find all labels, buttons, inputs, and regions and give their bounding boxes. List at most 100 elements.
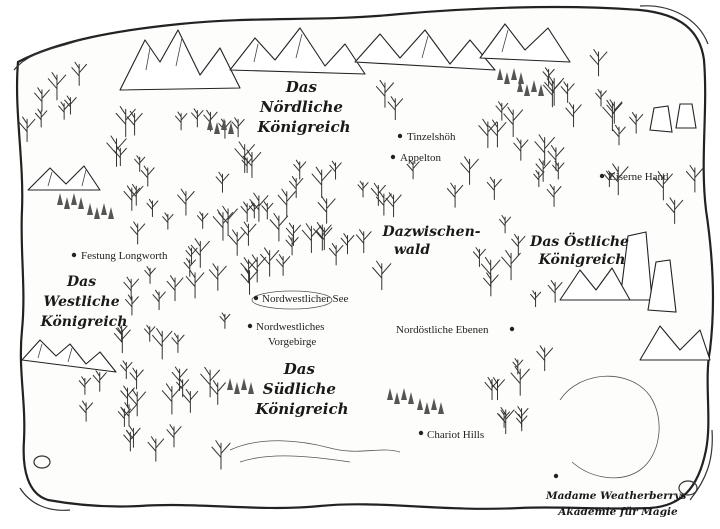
tree-icon bbox=[123, 429, 138, 452]
tree-icon bbox=[495, 101, 509, 121]
tree-icon bbox=[248, 254, 267, 283]
region-north: Das Nördliche Königreich bbox=[257, 78, 351, 136]
tree-icon bbox=[134, 155, 146, 172]
pine-icon bbox=[228, 122, 234, 134]
place-nordostliche-ebenen: Nordöstliche Ebenen bbox=[396, 324, 515, 336]
tree-icon bbox=[488, 119, 507, 148]
tree-icon bbox=[595, 88, 607, 107]
tree-icon bbox=[375, 79, 394, 108]
tree-icon bbox=[185, 269, 205, 299]
tree-icon bbox=[472, 247, 486, 267]
tree-icon bbox=[514, 406, 529, 428]
tree-icon bbox=[301, 223, 322, 253]
tree-icon bbox=[311, 166, 332, 198]
tree-icon bbox=[589, 49, 608, 77]
tree-icon bbox=[115, 106, 136, 138]
place-eiserne-hand: Eiserne Hand bbox=[599, 171, 669, 183]
tree-icon bbox=[547, 279, 563, 303]
tree-icon bbox=[152, 289, 166, 311]
tree-icon bbox=[228, 229, 246, 256]
place-tinzelshoh: Tinzelshöh bbox=[397, 131, 456, 143]
region-south: Das Südliche Königreich bbox=[255, 360, 349, 418]
tree-icon bbox=[121, 402, 137, 427]
scroll-curl-icon bbox=[33, 455, 51, 469]
forest bbox=[18, 49, 704, 470]
pine-icon bbox=[531, 80, 537, 92]
pine-icon bbox=[94, 207, 100, 219]
tree-icon bbox=[177, 188, 195, 216]
tree-icon bbox=[183, 257, 196, 277]
tree-icon bbox=[261, 201, 274, 220]
tree-icon bbox=[125, 294, 139, 316]
tree-icon bbox=[248, 202, 260, 219]
tree-icon bbox=[544, 75, 565, 106]
tree-icon bbox=[152, 328, 173, 360]
tree-icon bbox=[484, 376, 500, 401]
tree-icon bbox=[446, 182, 464, 208]
tree-icon bbox=[113, 146, 127, 167]
tree-icon bbox=[106, 135, 127, 167]
tree-icon bbox=[510, 366, 530, 396]
tree-icon bbox=[372, 260, 392, 291]
tree-icon bbox=[560, 81, 575, 103]
pine-icon bbox=[517, 80, 523, 92]
mountains-north bbox=[119, 23, 571, 91]
pine-icon bbox=[221, 118, 227, 130]
tree-icon bbox=[147, 436, 165, 462]
tree-icon bbox=[212, 209, 234, 241]
tree-icon bbox=[130, 221, 146, 245]
map-border bbox=[15, 5, 715, 510]
pine-icon bbox=[214, 122, 220, 134]
tree-icon bbox=[317, 195, 336, 224]
svg-text:Chariot Hills: Chariot Hills bbox=[427, 429, 484, 441]
tree-icon bbox=[190, 238, 210, 268]
pine-icon bbox=[101, 203, 107, 215]
tree-icon bbox=[161, 383, 183, 415]
tree-icon bbox=[685, 164, 704, 193]
mountains-west bbox=[21, 165, 117, 373]
pine-icon bbox=[57, 193, 63, 205]
tree-icon bbox=[602, 99, 623, 132]
tree-icon bbox=[215, 171, 230, 193]
tree-icon bbox=[313, 222, 332, 251]
tree-icon bbox=[277, 188, 296, 217]
pine-icon bbox=[234, 382, 240, 394]
tree-icon bbox=[113, 327, 131, 354]
tree-icon bbox=[512, 358, 524, 375]
tree-icon bbox=[533, 169, 545, 188]
tree-icon bbox=[58, 101, 71, 120]
pine-icon bbox=[108, 207, 114, 219]
tree-icon bbox=[653, 170, 673, 201]
tree-icon bbox=[240, 201, 254, 223]
pine-icon bbox=[424, 402, 430, 414]
place-festung-longworth: Festung Longworth bbox=[71, 250, 168, 262]
mountains-east bbox=[559, 103, 711, 361]
tree-icon bbox=[406, 159, 420, 180]
tree-icon bbox=[603, 170, 615, 188]
tree-icon bbox=[231, 117, 245, 138]
pine-icon bbox=[497, 68, 503, 80]
tree-icon bbox=[565, 102, 582, 128]
tree-icon bbox=[120, 360, 133, 380]
tree-icon bbox=[542, 67, 555, 86]
tree-icon bbox=[92, 370, 107, 392]
tree-icon bbox=[240, 221, 257, 246]
tree-icon bbox=[34, 87, 50, 112]
tree-icon bbox=[240, 267, 259, 295]
tree-icon bbox=[328, 243, 344, 266]
hills-south bbox=[229, 440, 401, 463]
svg-text:Nordwestliches Vorgebirg: Nordwestliches Vorgebirge bbox=[256, 321, 327, 348]
tree-icon bbox=[490, 377, 505, 401]
tree-icon bbox=[242, 149, 262, 179]
tree-icon bbox=[78, 376, 92, 395]
tree-icon bbox=[146, 198, 159, 217]
tree-icon bbox=[129, 367, 144, 390]
tree-icon bbox=[629, 112, 644, 134]
tree-icon bbox=[607, 163, 629, 196]
pine-icon bbox=[401, 388, 407, 400]
tree-icon bbox=[126, 110, 143, 136]
tree-icon bbox=[370, 182, 386, 206]
pine-icon bbox=[241, 378, 247, 390]
tree-icon bbox=[503, 106, 524, 138]
